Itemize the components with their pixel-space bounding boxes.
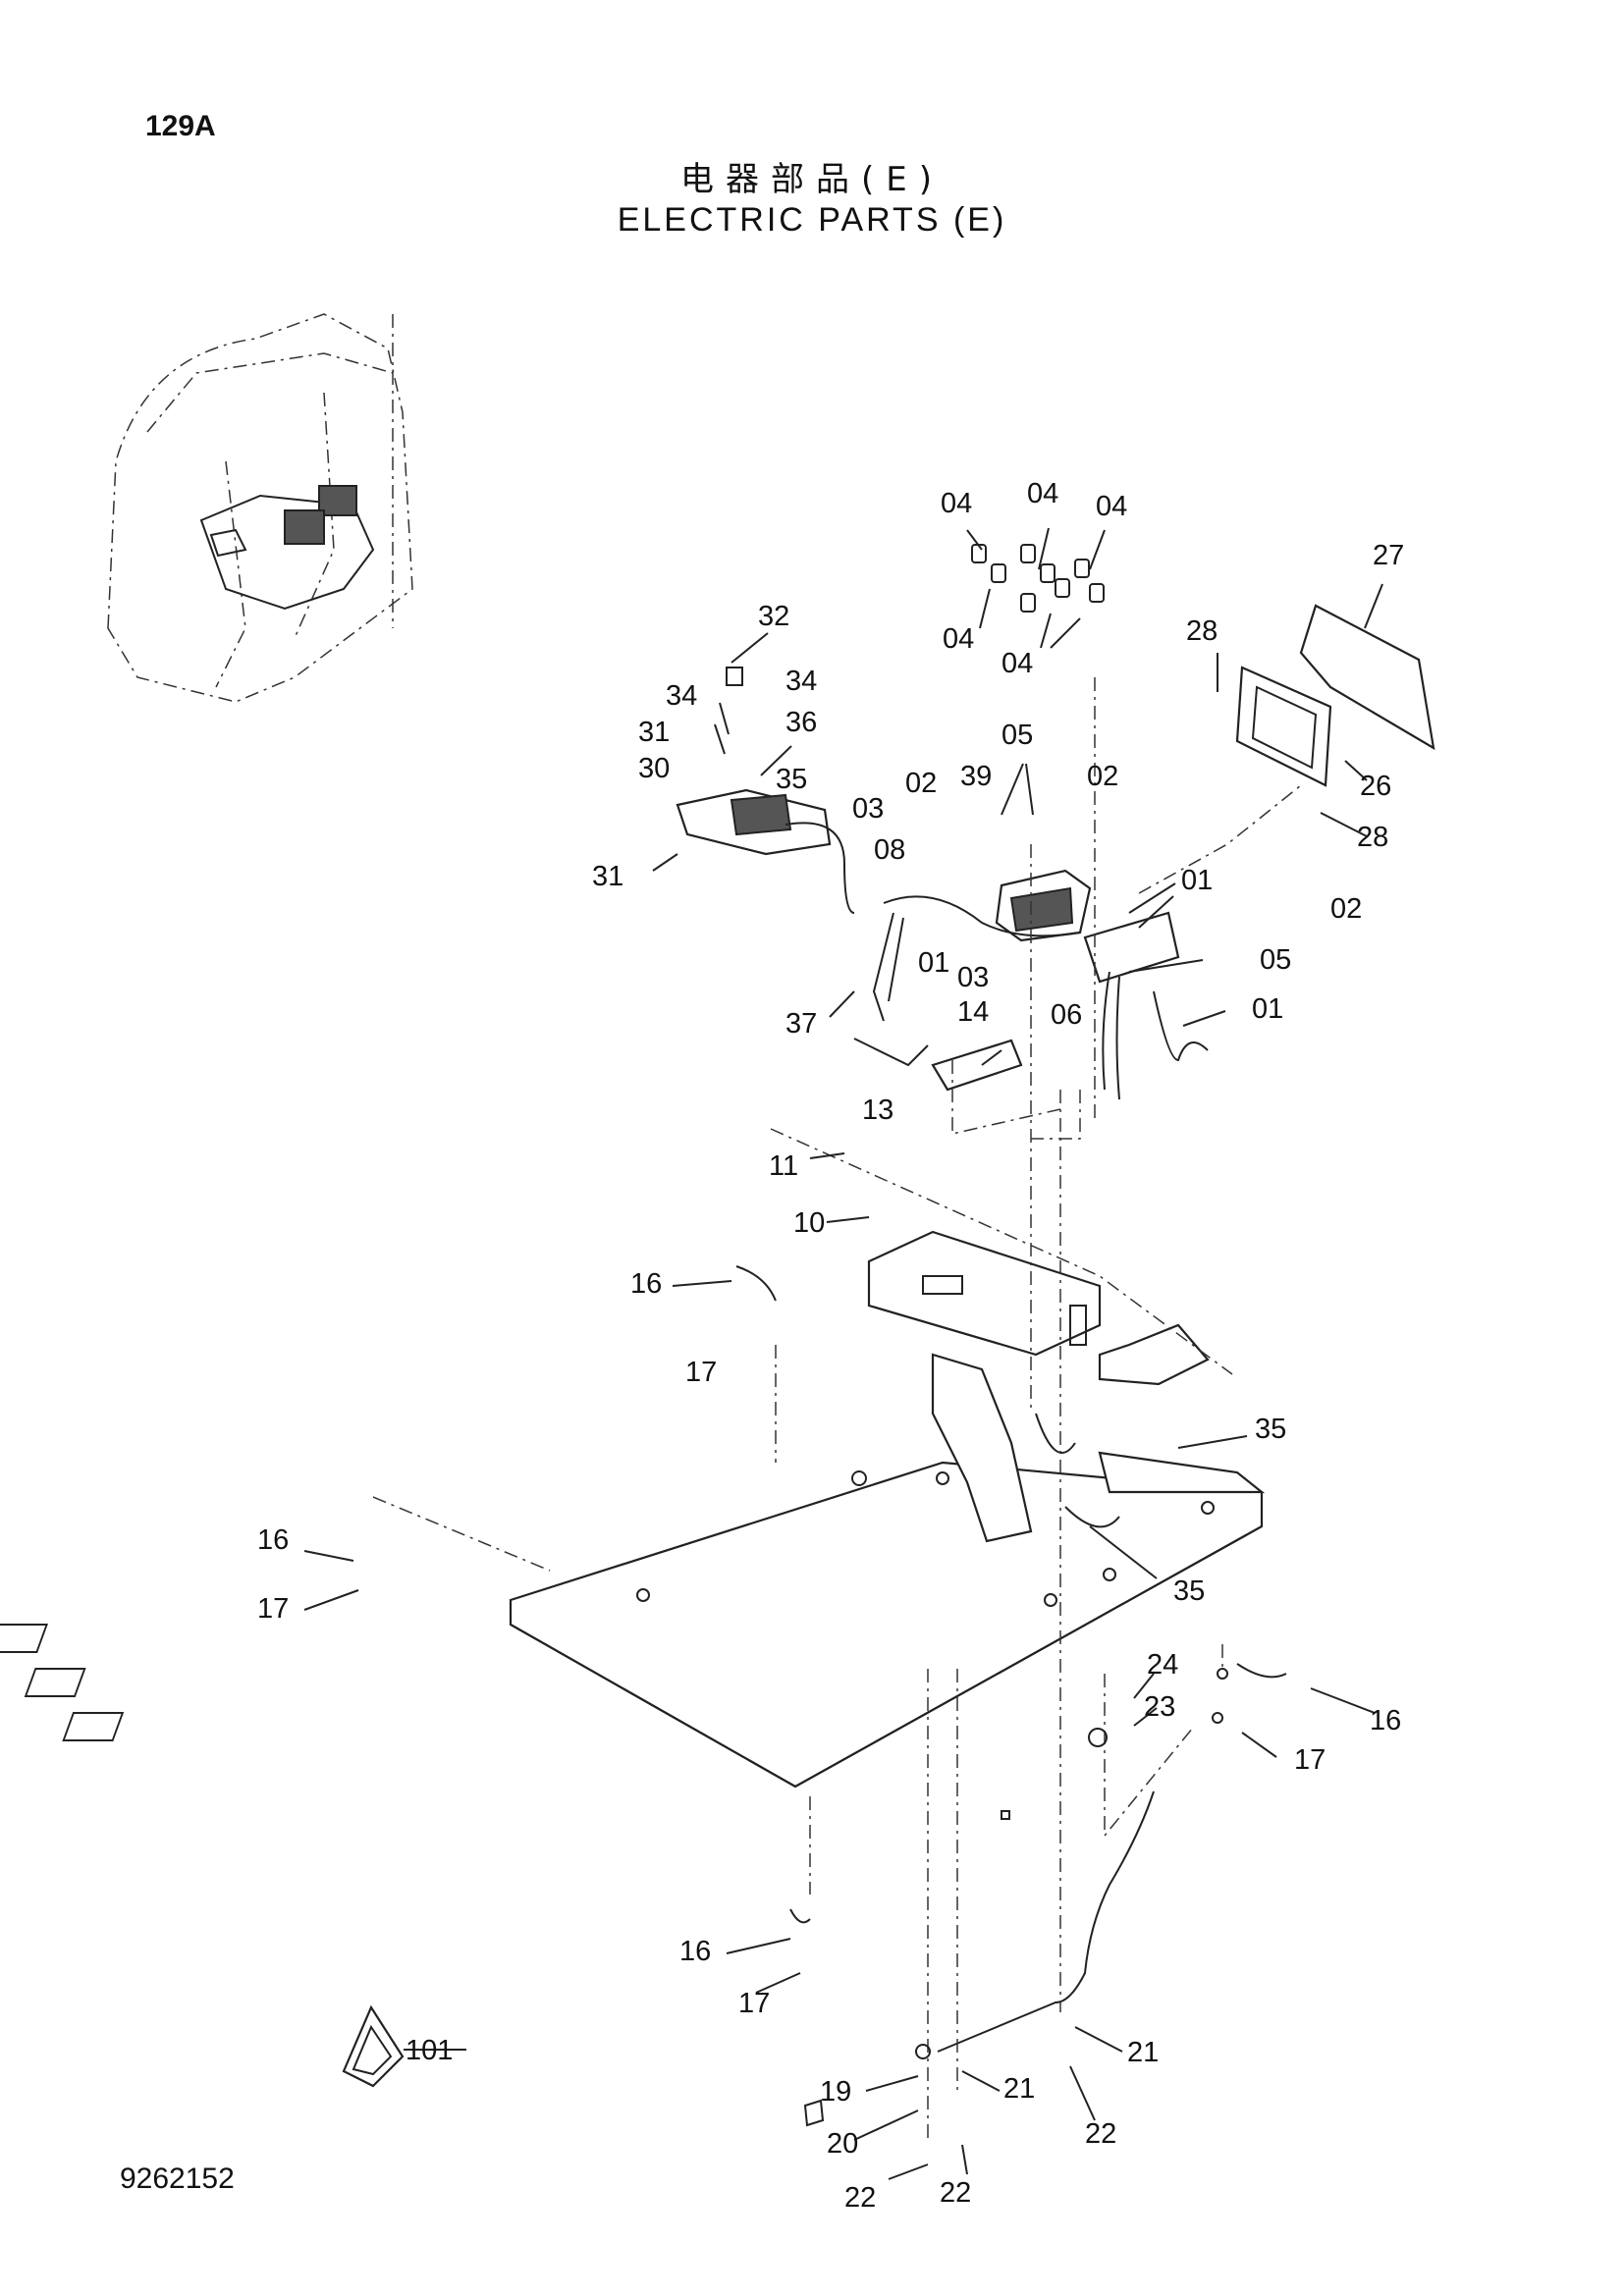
callout-16-c: 16	[1370, 1705, 1401, 1736]
callout-21-a: 21	[1127, 2037, 1159, 2068]
callout-101: 101	[406, 2035, 453, 2066]
callout-16-b: 16	[257, 1524, 289, 1556]
callout-39: 39	[960, 761, 992, 792]
callout-03-a: 03	[852, 793, 884, 825]
controller-assembly	[676, 788, 1180, 1092]
fasteners	[726, 544, 1228, 2127]
callout-02-b: 02	[1087, 761, 1118, 792]
callout-31-b: 31	[592, 861, 623, 892]
callout-17-a: 17	[685, 1357, 717, 1388]
title-english: ELECTRIC PARTS (E)	[617, 201, 1007, 239]
callout-01-a: 01	[1181, 865, 1213, 896]
callout-labels: 04 04 04 04 04 27 28 32 34 34 36 31 30 3…	[257, 478, 1404, 2214]
callout-34-b: 34	[785, 666, 817, 697]
callout-04-b: 04	[1027, 478, 1058, 509]
title-chinese: 电器部品(E)	[679, 160, 944, 199]
callout-05-b: 05	[1260, 944, 1291, 976]
callout-13: 13	[862, 1095, 893, 1126]
callout-02-c: 02	[1330, 893, 1362, 925]
callout-04-a: 04	[941, 488, 972, 519]
mounting-bracket	[867, 1230, 1210, 1386]
callout-35-c: 35	[1173, 1575, 1205, 1607]
callout-01-c: 01	[1252, 993, 1283, 1025]
callout-27: 27	[1373, 540, 1404, 571]
manual-icon	[342, 2004, 405, 2088]
callout-35-b: 35	[1255, 1414, 1286, 1445]
callout-28-b: 28	[1357, 822, 1388, 853]
callout-35-a: 35	[776, 764, 807, 795]
leader-lines	[303, 527, 1383, 2180]
callout-22-a: 22	[1085, 2118, 1116, 2150]
callout-26: 26	[1360, 771, 1391, 802]
callout-02-a: 02	[905, 768, 937, 799]
document-number: 9262152	[120, 2163, 235, 2195]
callout-16-d: 16	[679, 1936, 711, 1967]
callout-30: 30	[638, 753, 670, 784]
callout-04-e: 04	[1001, 648, 1033, 679]
monitor-housing	[1235, 604, 1435, 787]
callout-04-d: 04	[943, 623, 974, 655]
callout-14: 14	[957, 996, 989, 1028]
callout-01-b: 01	[918, 947, 949, 979]
callout-17-d: 17	[738, 1988, 770, 2019]
callout-19: 19	[820, 2076, 851, 2108]
wire-harness	[735, 822, 1287, 2053]
floor-plate	[0, 1353, 1266, 1789]
callout-11: 11	[769, 1150, 798, 1182]
callout-21-b: 21	[1003, 2073, 1035, 2105]
cab-inset	[107, 313, 413, 703]
callout-03-b: 03	[957, 962, 989, 993]
callout-04-c: 04	[1096, 491, 1127, 522]
callout-20: 20	[827, 2128, 858, 2160]
callout-24: 24	[1147, 1649, 1178, 1681]
callout-23: 23	[1144, 1691, 1175, 1723]
callout-05-a: 05	[1001, 720, 1033, 751]
callout-34-a: 34	[666, 680, 697, 712]
callout-22-b: 22	[844, 2182, 876, 2214]
callout-08: 08	[874, 834, 905, 866]
callout-22-c: 22	[940, 2177, 971, 2209]
assembly-lines	[372, 677, 1302, 2140]
callout-16-a: 16	[630, 1268, 662, 1300]
callout-06: 06	[1051, 999, 1082, 1031]
callout-10: 10	[793, 1207, 825, 1239]
callout-17-b: 17	[257, 1593, 289, 1625]
callout-28-a: 28	[1186, 615, 1218, 647]
callout-17-c: 17	[1294, 1744, 1326, 1776]
callout-32: 32	[758, 601, 789, 632]
page-code: 129A	[145, 110, 216, 142]
callout-36: 36	[785, 707, 817, 738]
callout-31-a: 31	[638, 717, 670, 748]
callout-37: 37	[785, 1008, 817, 1040]
